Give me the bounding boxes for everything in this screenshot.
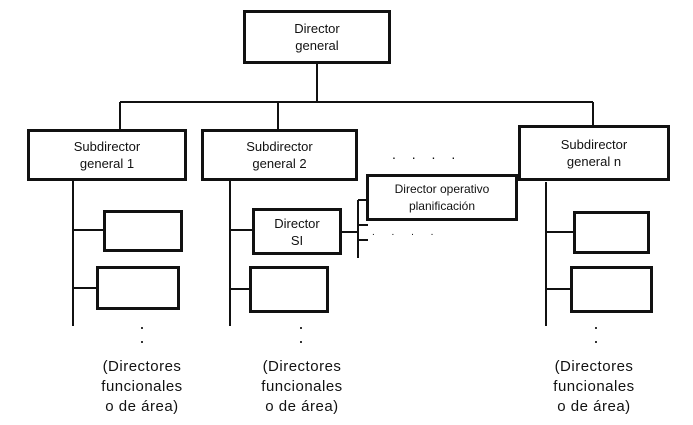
director-si-box: Director SI [252,208,342,255]
subdirector-general-1-label: Subdirector general 1 [73,139,141,171]
subdirector-general-2-label: Subdirector general 2 [246,139,313,171]
director-operativo-label: Director operativo planificación [394,181,490,213]
ellipsis-small: . . . . [372,227,441,238]
functional-director-box-2b [249,266,329,313]
director-si-label: Director SI [274,215,320,248]
note-functional-directors-n: (Directores funcionales o de área) [553,358,635,415]
director-general-label: Director general [294,21,340,53]
ellipsis-top: . . . . [392,146,462,162]
subdirector-general-n-box: Subdirector general n [518,125,670,181]
functional-director-box-1b [96,266,180,310]
director-general-box: Director general [243,10,391,64]
subdirector-general-n-label: Subdirector general n [560,137,628,169]
functional-director-box-na [573,211,650,254]
director-operativo-box: Director operativo planificación [366,174,518,221]
subdirector-general-2-box: Subdirector general 2 [201,129,358,181]
vertical-ellipsis-2: ·· [298,317,304,351]
note-functional-directors-2: (Directores funcionales o de área) [261,358,343,415]
vertical-ellipsis-1: ·· [139,317,145,351]
note-functional-directors-1: (Directores funcionales o de área) [101,358,183,415]
subdirector-general-1-box: Subdirector general 1 [27,129,187,181]
functional-director-box-nb [570,266,653,313]
vertical-ellipsis-n: ·· [593,317,599,351]
functional-director-box-1a [103,210,183,252]
